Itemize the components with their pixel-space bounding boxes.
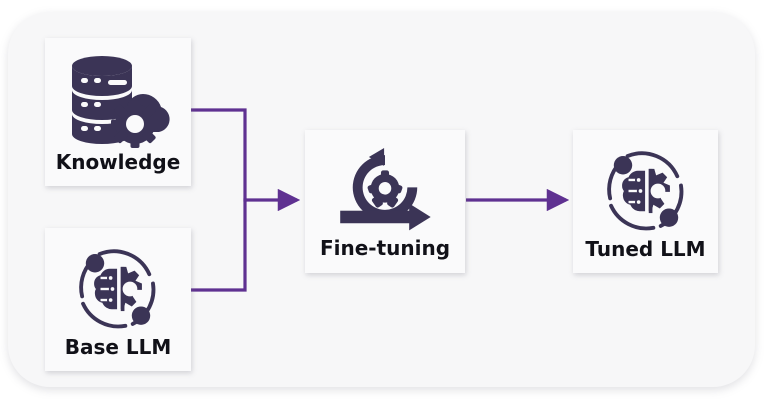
- brain-gear-orbit-icon: [79, 248, 156, 328]
- knowledge-icon-wrap: [51, 50, 185, 152]
- orbit-dot-top: [85, 253, 105, 272]
- node-fine-tuning[interactable]: Fine-tuning: [305, 130, 465, 273]
- node-fine-tuning-label: Fine-tuning: [319, 236, 451, 260]
- node-base-llm[interactable]: Base LLM: [45, 228, 191, 371]
- node-tuned-llm[interactable]: Tuned LLM: [573, 130, 718, 273]
- node-knowledge-label: Knowledge: [55, 150, 181, 174]
- node-knowledge[interactable]: Knowledge: [45, 38, 191, 186]
- brain-gear-orbit-icon: [606, 150, 683, 230]
- node-base-llm-label: Base LLM: [64, 335, 172, 359]
- orbit-dot-bottom: [131, 305, 151, 325]
- tuned-llm-icon-wrap: [579, 142, 712, 239]
- database-cloud-gear-icon: [72, 56, 170, 148]
- orbit-dot-top: [613, 155, 632, 174]
- base-llm-icon-wrap: [51, 240, 185, 337]
- cycle-gear-arrow-icon: [340, 148, 431, 231]
- node-tuned-llm-label: Tuned LLM: [585, 237, 706, 261]
- orbit-dot-bottom: [659, 207, 678, 227]
- fine-tuning-icon-wrap: [311, 144, 459, 238]
